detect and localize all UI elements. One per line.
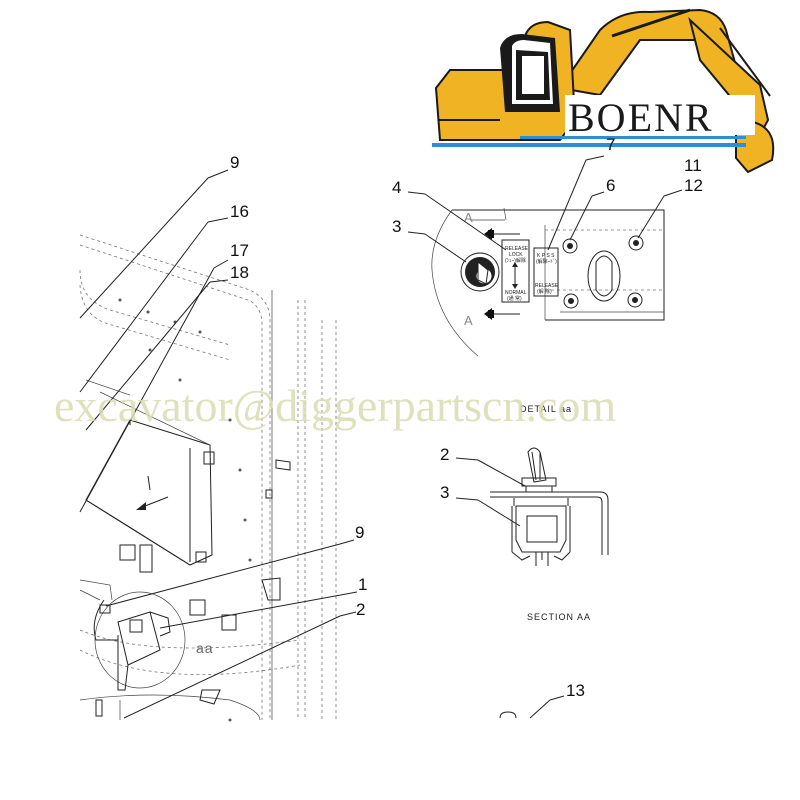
detail-callouts: 4 3 7 6 11 12 [392,135,703,263]
section-callouts: 2 3 13 [440,445,585,719]
callout-18: 18 [230,263,249,282]
plate-left-bottom1: NORMAL [505,290,527,296]
section-arrow-bottom-label: A [464,313,474,328]
loop-label: aa [196,640,214,656]
detail-loop-aa [94,591,186,689]
callout-2-section: 2 [440,445,449,464]
section-label: SECTION AA [527,612,591,622]
mounting-screws [562,235,644,309]
callout-2-left: 2 [356,600,365,619]
toggle-knob [460,252,500,292]
brand-logo: BOENR [432,8,775,174]
callout-12: 12 [684,176,703,195]
plate-left-top3: (ｼｭｰ)解除 [505,257,526,264]
section-arrow-top-label: A [464,210,474,225]
section-aa-view: SECTION AA [490,447,609,622]
toggle-switch-body [515,505,567,553]
callout-6: 6 [606,176,615,195]
callout-3-section: 3 [440,483,449,502]
callout-11: 11 [684,156,702,175]
callout-1: 1 [358,575,367,594]
plate-right-top2: (解除ｰﾄﾞ) [536,258,557,265]
plate-left-top1: RELEASE [505,246,529,252]
plate-left-top2: LOCK [509,252,523,258]
callout-3-detail: 3 [392,217,401,236]
callout-4: 4 [392,178,401,197]
callout-13: 13 [566,681,585,700]
brand-stripe [432,143,746,147]
plate-right-top1: K P S S [537,253,555,259]
plate-release-lock [501,239,530,303]
plate-right-bottom2: (解 除) [537,288,552,295]
callout-17: 17 [230,241,249,260]
rotary-knob [587,250,621,302]
callout-9-top: 9 [230,153,239,172]
detail-label: DETAIL aa [520,404,572,414]
plate-right-bottom1: RELEASE [535,283,559,289]
callout-9-mid: 9 [355,523,364,542]
left-callouts: 9 16 17 18 9 1 2 [79,153,367,719]
plate-left-bottom2: (通 常) [507,295,522,302]
main-assembly-view: aa [79,234,337,722]
brand-name: BOENR [568,95,714,140]
detail-aa-view: RELEASE LOCK (ｼｭｰ)解除 NORMAL (通 常) K P S … [431,207,665,414]
callout-16: 16 [230,202,249,221]
control-box [85,419,213,566]
callout-7: 7 [606,135,615,154]
plate-kpss-release [533,247,559,297]
switch-assembly [117,611,161,666]
toggle-lever [527,447,547,483]
watermark-text: excavator@diggerpartscn.com [54,380,616,431]
